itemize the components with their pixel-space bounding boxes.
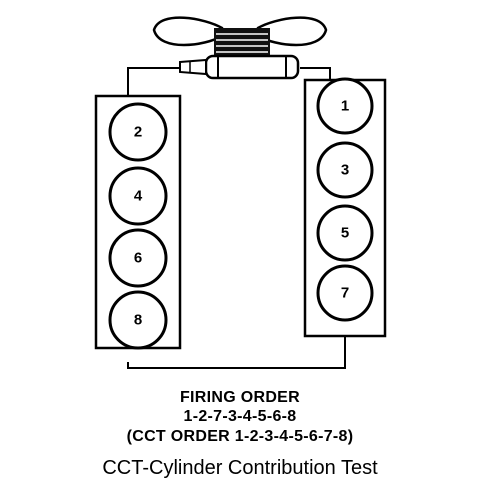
firing-order-sequence: 1-2-7-3-4-5-6-8	[183, 408, 297, 425]
cylinder-5: 5	[316, 204, 374, 262]
coil-cylinder	[204, 54, 300, 80]
cylinder-label: 6	[134, 250, 142, 267]
cylinder-label: 5	[341, 225, 349, 242]
cylinder-label: 7	[341, 285, 349, 302]
cylinder-7: 7	[316, 264, 374, 322]
left-wing	[152, 16, 224, 47]
wiring-loop	[127, 67, 346, 369]
cylinder-4: 4	[108, 166, 168, 226]
firing-order-heading: FIRING ORDER	[179, 389, 301, 406]
cylinder-8: 8	[108, 290, 168, 350]
cylinder-6: 6	[108, 228, 168, 288]
cylinder-3: 3	[316, 141, 374, 199]
cylinder-label: 1	[341, 98, 349, 115]
cylinder-label: 8	[134, 312, 142, 329]
cylinder-label: 4	[134, 188, 143, 205]
cylinder-label: 2	[134, 124, 142, 141]
cylinder-label: 3	[341, 162, 349, 179]
distributor-assembly	[152, 16, 328, 80]
cylinder-1: 1	[316, 77, 374, 135]
cct-order-sequence: (CCT ORDER 1-2-3-4-5-6-7-8)	[126, 428, 354, 445]
cylinder-2: 2	[108, 102, 168, 162]
cct-legend: CCT-Cylinder Contribution Test	[102, 457, 378, 479]
